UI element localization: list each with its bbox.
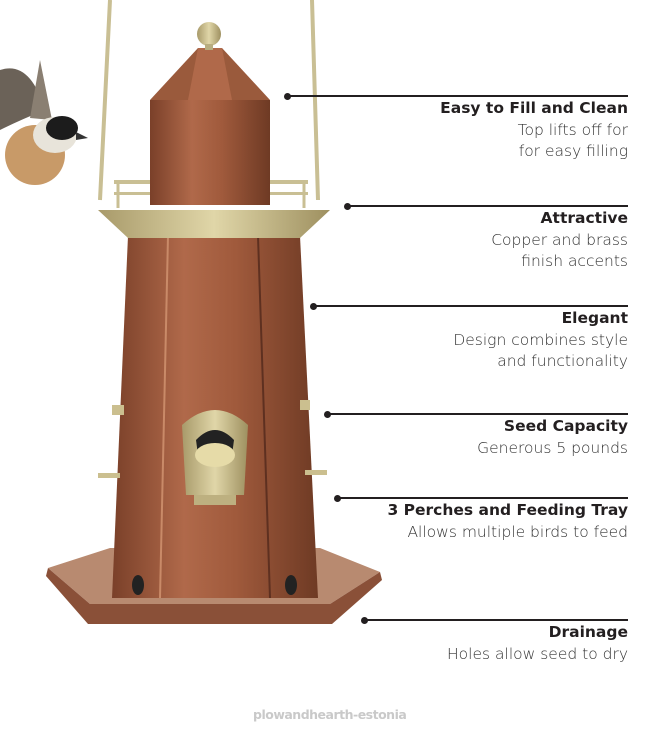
callout-dot [334, 494, 341, 502]
callout-dot [344, 202, 351, 210]
callout-title: Easy to Fill and Clean [440, 99, 628, 117]
callout-title: Seed Capacity [503, 417, 628, 435]
callout-title: 3 Perches and Feeding Tray [387, 501, 628, 519]
callout-line [337, 497, 628, 499]
callout-desc: Allows multiple birds to feed [407, 523, 628, 541]
callout-title: Attractive [540, 209, 628, 227]
chickadee-bird [0, 60, 88, 185]
callout-title: Drainage [548, 623, 628, 641]
callout-line [287, 95, 628, 97]
callout-dot [284, 92, 291, 100]
callout-line [347, 205, 628, 207]
callout-desc: Holes allow seed to dry [447, 645, 628, 663]
callout-dot [324, 410, 331, 418]
callout-line [327, 413, 628, 415]
callout-title: Elegant [561, 309, 628, 327]
callout-dot [310, 302, 317, 310]
callout-dot [361, 616, 368, 624]
callout-line [313, 305, 628, 307]
callout-line [364, 619, 628, 621]
callout-desc: Generous 5 pounds [477, 439, 628, 457]
watermark: plowandhearth-estonia [253, 707, 407, 722]
